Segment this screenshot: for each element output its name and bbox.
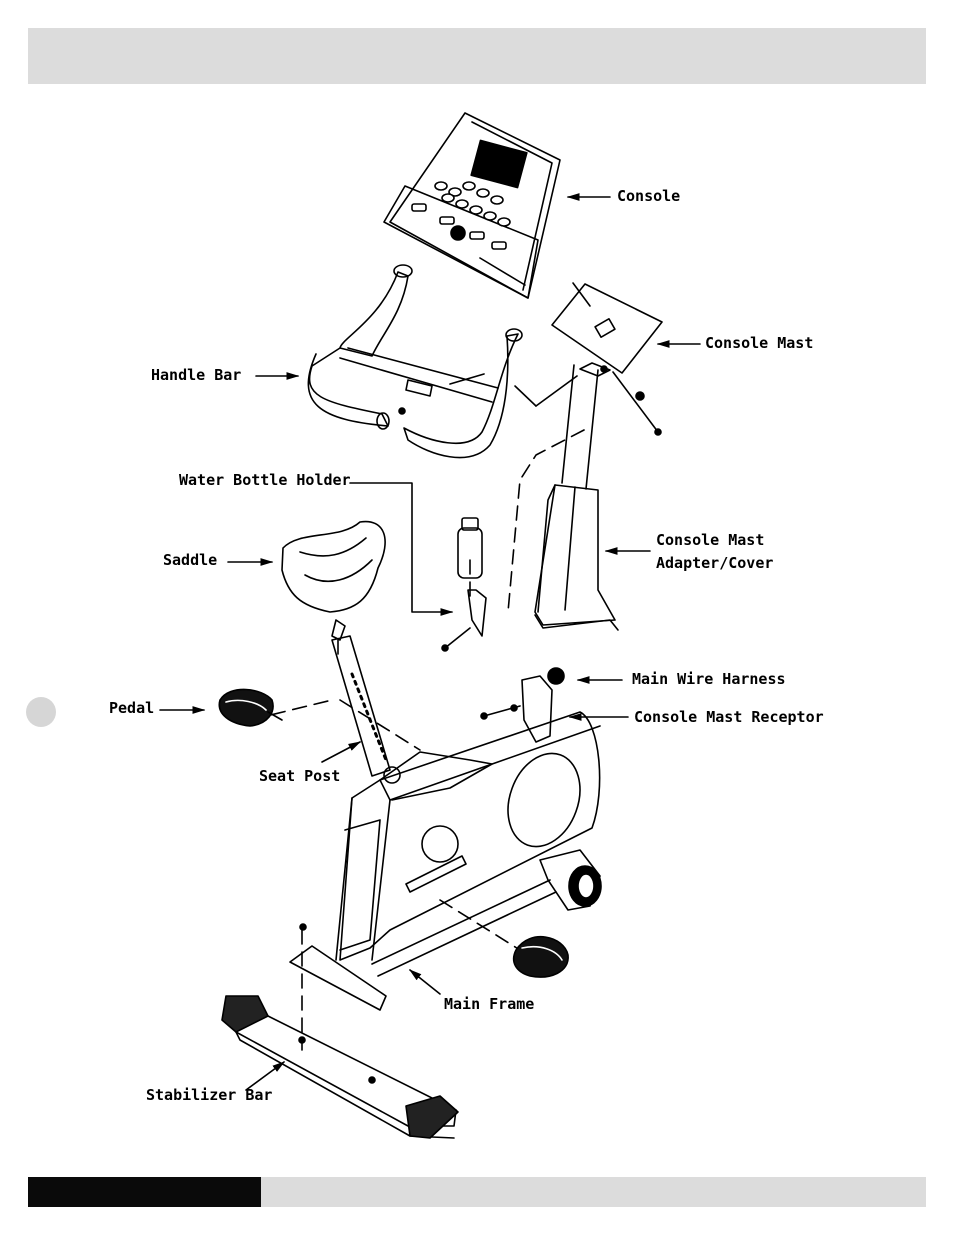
- seat-post-leader: [321, 741, 362, 763]
- console-mast-part: [551, 282, 663, 490]
- label-seat-post: Seat Post: [259, 767, 341, 785]
- console-mast-adapter-part: [534, 484, 619, 631]
- right-pedal-part: [512, 935, 569, 978]
- label-main-wire-harness: Main Wire Harness: [632, 670, 786, 688]
- label-water-bottle-holder: Water Bottle Holder: [179, 471, 351, 489]
- main-frame-part: [289, 667, 602, 1011]
- water-bottle-leader: [349, 482, 454, 616]
- console-part: [383, 112, 561, 299]
- saddle-part: [281, 520, 386, 641]
- stabilizer-leader: [245, 1061, 286, 1091]
- label-console-mast-adapter-2: Adapter/Cover: [656, 554, 774, 572]
- side-marker-dot: [26, 697, 56, 727]
- label-console: Console: [617, 187, 681, 205]
- label-console-mast: Console Mast: [705, 334, 814, 352]
- stabilizer-bar-part: [221, 923, 459, 1139]
- pedal-part: [218, 688, 283, 727]
- label-console-mast-adapter-1: Console Mast: [656, 531, 765, 549]
- seat-post-part: [331, 635, 401, 784]
- label-pedal: Pedal: [109, 699, 155, 717]
- main-frame-leader: [409, 969, 441, 995]
- label-saddle: Saddle: [163, 551, 218, 569]
- header-bar: [28, 28, 926, 84]
- label-main-frame: Main Frame: [444, 995, 535, 1013]
- label-handle-bar: Handle Bar: [151, 366, 242, 384]
- label-console-mast-receptor: Console Mast Receptor: [634, 708, 824, 726]
- label-stabilizer-bar: Stabilizer Bar: [146, 1086, 273, 1104]
- handle-bar-part: [307, 264, 578, 459]
- water-bottle-part: [441, 517, 487, 652]
- footer-page-tab: [28, 1177, 261, 1207]
